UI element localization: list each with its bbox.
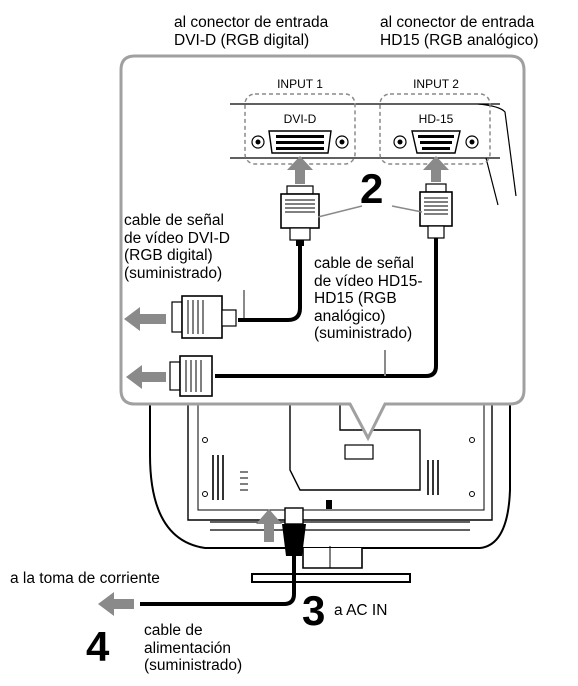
step-3-number: 3 [302, 590, 325, 632]
input1-port-name: DVI-D [284, 112, 317, 126]
dvi-cable-label: cable de señal de vídeo DVI-D (RGB digit… [124, 212, 230, 282]
power-cord-label: cable de alimentación (suministrado) [144, 622, 242, 675]
input2-port-name: HD-15 [419, 112, 454, 126]
left-arrow-power [98, 592, 134, 616]
input2-title: INPUT 2 [413, 77, 459, 91]
monitor-stand [252, 546, 410, 582]
ac-in-label: a AC IN [334, 602, 387, 620]
outlet-label: a la toma de corriente [10, 570, 160, 588]
top-label-dvi: al conector de entrada DVI-D (RGB digita… [174, 14, 328, 49]
step-4-number: 4 [86, 626, 109, 668]
hd15-cable-label: cable de señal de vídeo HD15- HD15 (RGB … [314, 255, 423, 343]
input1-title: INPUT 1 [277, 77, 323, 91]
step-2-number: 2 [360, 168, 383, 210]
top-label-hd15: al conector de entrada HD15 (RGB analógi… [380, 14, 539, 49]
hd15-plug-end [170, 356, 212, 396]
